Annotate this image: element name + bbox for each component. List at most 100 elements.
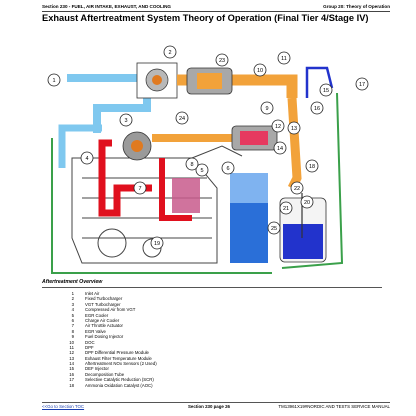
callout-label: 2 [168, 50, 171, 56]
callout-11: 11 [277, 51, 291, 65]
legend-label: VGT Turbocharger [85, 301, 121, 307]
callout-label: 21 [283, 206, 289, 212]
section-toc-link[interactable]: <<Go to Section TOC [42, 404, 85, 409]
callout-15: 15 [319, 83, 333, 97]
callout-label: 13 [291, 126, 297, 132]
charge-air-return [159, 158, 192, 221]
legend-label: Aftertreatment NOx Sensors (2 Used) [85, 361, 157, 367]
callout-label: 23 [219, 58, 225, 64]
callout-label: 19 [154, 241, 160, 247]
legend-number: 4 [71, 307, 74, 313]
callout-label: 25 [271, 226, 277, 232]
vgt-turbocharger [122, 131, 152, 161]
intake-manifold-pipe [58, 124, 102, 168]
footer-rule [42, 402, 390, 403]
callout-19: 19 [150, 236, 164, 250]
scr-canister [231, 125, 278, 151]
callout-label: 8 [190, 162, 193, 168]
legend-number: 1 [71, 291, 74, 296]
callout-label: 6 [226, 166, 229, 172]
legend-number: 15 [69, 366, 74, 372]
legend-label: Fixed Turbocharger [85, 296, 123, 302]
callout-23: 23 [215, 53, 229, 67]
callout-13: 13 [287, 121, 301, 135]
legend-number: 18 [69, 382, 74, 388]
legend-item: 12 DPF Differential Pressure Module [58, 350, 358, 355]
callout-7: 7 [133, 181, 147, 195]
callout-1: 1 [47, 73, 61, 87]
legend-number: 14 [69, 361, 74, 367]
legend-label: Air Throttle Actuator [85, 323, 123, 329]
legend-label: Charge Air Cooler [85, 317, 120, 323]
callout-20: 20 [300, 195, 314, 209]
legend-label: Decomposition Tube [85, 371, 125, 377]
legend-item: 4 Compressed Air from VGT [58, 307, 358, 312]
callout-21: 21 [279, 201, 293, 215]
overview-rule [42, 287, 382, 288]
callout-24: 24 [175, 111, 189, 125]
callout-4: 4 [80, 151, 94, 165]
legend-item: 16 Decomposition Tube [58, 372, 358, 377]
legend-label: Selective Catalytic Reduction (SCR) [85, 377, 154, 383]
callout-25: 25 [267, 221, 281, 235]
callout-label: 7 [138, 186, 141, 192]
callout-label: 5 [200, 168, 203, 174]
legend-label: Ammonia Oxidation Catalyst (AOC) [85, 382, 153, 388]
callout-label: 9 [265, 106, 268, 112]
header-section: Section 230 - FUEL, AIR INTAKE, EXHAUST,… [42, 4, 171, 9]
callout-label: 12 [275, 124, 281, 130]
def-supply-line [305, 66, 334, 98]
callout-label: 3 [124, 118, 127, 124]
charge-air-cooler [230, 173, 268, 263]
legend-number: 5 [71, 312, 74, 318]
callout-label: 10 [257, 68, 263, 74]
legend-label: Fuel Dosing Injector [85, 334, 124, 340]
legend-label: EGR Cooler [85, 312, 109, 318]
callout-18: 18 [305, 159, 319, 173]
legend-number: 7 [71, 323, 74, 329]
callout-6: 6 [221, 161, 235, 175]
callout-label: 22 [294, 186, 300, 192]
legend-number: 3 [71, 301, 74, 307]
legend-number: 13 [69, 355, 74, 361]
legend-label: Compressed Air from VGT [85, 307, 136, 313]
legend-number: 8 [71, 328, 74, 334]
callout-label: 15 [323, 88, 329, 94]
legend-item: 14 Aftertreatment NOx Sensors (2 Used) [58, 361, 358, 366]
legend-label: Exhaust Filter Temperature Module [85, 355, 152, 361]
callout-10: 10 [253, 63, 267, 77]
callout-16: 16 [310, 101, 324, 115]
callout-label: 18 [309, 164, 315, 170]
manual-reference: TM13961X19#NORDIC AND TESTS SERVICE MANU… [278, 404, 390, 409]
legend-item: 13 Exhaust Filter Temperature Module [58, 356, 358, 361]
callout-22: 22 [290, 181, 304, 195]
callout-17: 17 [355, 77, 369, 91]
legend-label: EGR Valve [85, 328, 106, 334]
exhaust-outlet-pipe [287, 97, 302, 191]
doc-dpf-canister [186, 67, 233, 95]
legend-number: 10 [69, 339, 74, 345]
callout-14: 14 [273, 141, 287, 155]
callout-label: 4 [85, 156, 88, 162]
page-number: Section 230 page 26 [188, 404, 230, 409]
callout-label: 11 [281, 56, 287, 62]
callout-5: 5 [195, 163, 209, 177]
callout-label: 16 [314, 106, 320, 112]
legend-number: 12 [69, 350, 74, 356]
callout-label: 20 [304, 200, 310, 206]
coolant-line-left [51, 138, 272, 274]
legend-number: 16 [69, 371, 74, 377]
coolant-line-right [281, 92, 344, 269]
callout-2: 2 [163, 45, 177, 59]
egr-cooler [172, 178, 200, 213]
legend-label: DPF Differential Pressure Module [85, 350, 149, 356]
